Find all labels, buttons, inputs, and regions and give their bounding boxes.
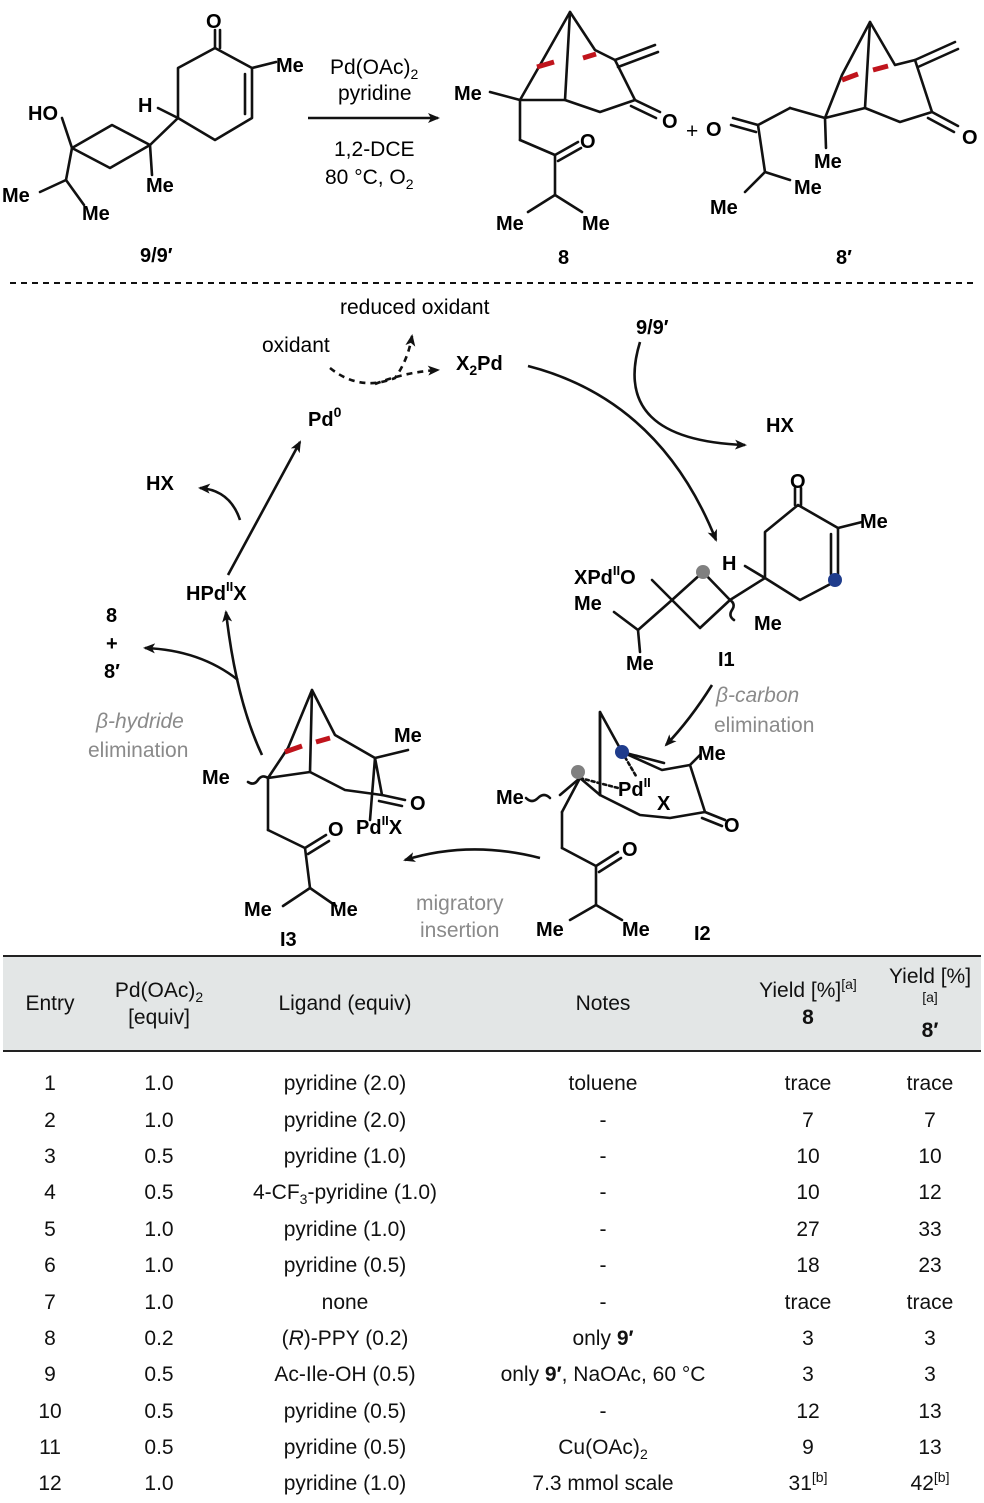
atom-o: O bbox=[706, 119, 722, 141]
x-label-i2: X bbox=[657, 793, 671, 815]
atom-o: O bbox=[328, 819, 344, 841]
atom-h: H bbox=[138, 95, 152, 117]
atom-me: Me bbox=[698, 743, 726, 765]
beta-hydride-elimination-label: elimination bbox=[88, 739, 188, 762]
reaction-scheme: O Me H HO Me Me Me 9/9′ Pd(OAc)2 pyridin… bbox=[2, 10, 978, 950]
substrate-label: 9/9′ bbox=[636, 317, 669, 339]
catalytic-cycle: reduced oxidant oxidant X2Pd Pd0 9/9′ HX… bbox=[88, 296, 888, 950]
atom-me: Me bbox=[276, 55, 304, 77]
atom-me: Me bbox=[202, 767, 230, 789]
atom-me: Me bbox=[394, 725, 422, 747]
svg-text:Pd(OAc)2: Pd(OAc)2 bbox=[330, 56, 419, 82]
atom-me: Me bbox=[794, 177, 822, 199]
atom-ho: HO bbox=[28, 103, 58, 125]
table-row: 4 0.5 4-CF3-pyridine (1.0) - 10 12 bbox=[44, 1181, 942, 1208]
atom-me: Me bbox=[2, 185, 30, 207]
compound-label-9: 9/9′ bbox=[140, 245, 173, 267]
atom-me: Me bbox=[574, 593, 602, 615]
atom-h: H bbox=[722, 553, 736, 575]
svg-text:1,2-DCE: 1,2-DCE bbox=[334, 138, 415, 161]
table-header-row: Entry Pd(OAc)2[equiv] Ligand (equiv) Not… bbox=[3, 956, 981, 1051]
intermediate-i2: Me PdII X Me O O Me Me I2 bbox=[496, 710, 740, 945]
atom-me: Me bbox=[754, 613, 782, 635]
results-table: Entry Pd(OAc)2[equiv] Ligand (equiv) Not… bbox=[3, 955, 981, 1503]
atom-o: O bbox=[622, 839, 638, 861]
intermediate-i3: Me Me O PdIIX O Me Me I3 bbox=[202, 688, 426, 950]
atom-o: O bbox=[662, 111, 678, 133]
hpdx-label: HPdIIX bbox=[186, 579, 247, 605]
header-yield-8-prime: Yield [%][a]8′ bbox=[888, 965, 972, 1042]
atom-me: Me bbox=[626, 653, 654, 675]
beta-hydride-elimination-label: β-hydride bbox=[95, 710, 184, 733]
atom-me: Me bbox=[582, 213, 610, 235]
compound-label-i1: I1 bbox=[718, 649, 735, 671]
atom-me: Me bbox=[814, 151, 842, 173]
atom-me: Me bbox=[244, 899, 272, 921]
atom-me: Me bbox=[710, 197, 738, 219]
pd-label-i2: PdII bbox=[618, 775, 651, 801]
atom-me: Me bbox=[496, 787, 524, 809]
atom-me: Me bbox=[82, 203, 110, 225]
atom-o: O bbox=[410, 793, 426, 815]
hx-label-top: HX bbox=[766, 415, 794, 437]
header-ligand: Ligand (equiv) bbox=[278, 992, 412, 1015]
table-row: 11 0.5 pyridine (0.5) Cu(OAc)2 9 13 bbox=[39, 1436, 942, 1463]
xpdo-label: XPdIIO bbox=[574, 563, 636, 589]
table-row: 1 1.0 pyridine (2.0) toluene trace trace bbox=[44, 1072, 954, 1096]
atom-me: Me bbox=[454, 83, 482, 105]
plus-sign: + bbox=[686, 120, 698, 143]
product-8-prime: O O Me Me Me 8′ bbox=[706, 20, 978, 269]
atom-o: O bbox=[790, 471, 806, 493]
atom-me: Me bbox=[622, 919, 650, 941]
migratory-insertion-label: migratory bbox=[416, 892, 504, 915]
table-row: 5 1.0 pyridine (1.0) - 27 33 bbox=[44, 1217, 942, 1241]
svg-text:pyridine: pyridine bbox=[338, 82, 412, 105]
compound-label-8: 8 bbox=[558, 247, 569, 269]
reduced-oxidant-label: reduced oxidant bbox=[340, 296, 490, 319]
product-8: Me O O Me Me 8 bbox=[454, 10, 678, 269]
pd0-label: Pd0 bbox=[308, 404, 342, 431]
atom-o: O bbox=[962, 127, 978, 149]
beta-carbon-elimination-label: elimination bbox=[714, 714, 814, 737]
svg-text:80 °C, O2: 80 °C, O2 bbox=[325, 166, 414, 192]
table-row: 6 1.0 pyridine (0.5) - 18 23 bbox=[44, 1254, 942, 1278]
beta-carbon-elimination-label: β-carbon bbox=[715, 684, 799, 707]
products-label: 8′ bbox=[104, 661, 120, 683]
products-label: 8 bbox=[106, 605, 117, 627]
table-row: 12 1.0 pyridine (1.0) 7.3 mmol scale 31[… bbox=[38, 1469, 950, 1496]
atom-me: Me bbox=[146, 175, 174, 197]
atom-me: Me bbox=[496, 213, 524, 235]
compound-label-i2: I2 bbox=[694, 923, 711, 945]
migratory-insertion-label: insertion bbox=[420, 919, 499, 942]
header-pd: Pd(OAc)2[equiv] bbox=[114, 978, 204, 1029]
atom-o: O bbox=[580, 131, 596, 153]
pd-label-i3: PdIIX bbox=[356, 813, 403, 839]
optimization-table: Entry Pd(OAc)2[equiv] Ligand (equiv) Not… bbox=[3, 955, 981, 1503]
atom-o: O bbox=[206, 11, 222, 33]
table-row: 3 0.5 pyridine (1.0) - 10 10 bbox=[44, 1144, 942, 1168]
header-yield-8: Yield [%][a]8 bbox=[759, 975, 857, 1029]
table-row: 10 0.5 pyridine (0.5) - 12 13 bbox=[38, 1399, 942, 1423]
products-plus: + bbox=[106, 633, 118, 655]
table-row: 8 0.2 (R)-PPY (0.2) only 9′ 3 3 bbox=[44, 1326, 936, 1350]
atom-me: Me bbox=[330, 899, 358, 921]
header-notes: Notes bbox=[575, 992, 631, 1015]
reaction-conditions: Pd(OAc)2 pyridine 1,2-DCE 80 °C, O2 bbox=[308, 56, 440, 192]
atom-me: Me bbox=[536, 919, 564, 941]
table-row: 7 1.0 none - trace trace bbox=[44, 1290, 954, 1314]
start-molecule: O Me H HO Me Me Me 9/9′ bbox=[2, 11, 304, 267]
table-row: 2 1.0 pyridine (2.0) - 7 7 bbox=[44, 1108, 936, 1132]
compound-label-i3: I3 bbox=[280, 929, 297, 950]
header-entry: Entry bbox=[25, 992, 75, 1015]
x2pd-label: X2Pd bbox=[456, 353, 503, 378]
table-row: 9 0.5 Ac-Ile-OH (0.5) only 9′, NaOAc, 60… bbox=[44, 1363, 936, 1387]
intermediate-i1: O Me H XPdIIO Me Me Me I1 bbox=[574, 471, 888, 675]
compound-label-8-prime: 8′ bbox=[836, 247, 852, 269]
oxidant-label: oxidant bbox=[262, 334, 330, 357]
atom-o: O bbox=[724, 815, 740, 837]
hx-label-left: HX bbox=[146, 473, 174, 495]
atom-me: Me bbox=[860, 511, 888, 533]
